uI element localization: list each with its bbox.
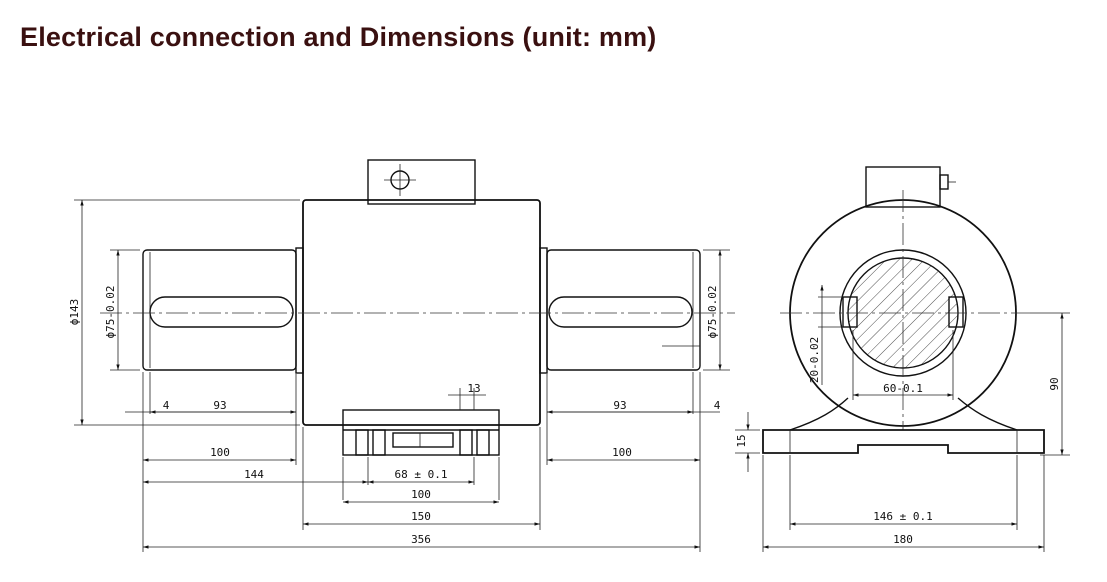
dim-body-length: 150 bbox=[411, 510, 431, 523]
side-base bbox=[762, 429, 1045, 454]
side-view: 20-0.02 60-0.1 90 15 146 ± 0.1 180 bbox=[735, 166, 1070, 552]
dim-base-width: 180 bbox=[893, 533, 913, 546]
dim-dia-body: ϕ143 bbox=[68, 299, 81, 326]
dim-hole-spacing: 146 ± 0.1 bbox=[873, 510, 933, 523]
dim-key-len-right: 93 bbox=[613, 399, 626, 412]
dim-key-len-left: 93 bbox=[213, 399, 226, 412]
connector-icon bbox=[384, 164, 416, 196]
cable-gland-icon bbox=[939, 174, 956, 190]
page-title: Electrical connection and Dimensions (un… bbox=[20, 22, 657, 52]
dim-base-thickness: 15 bbox=[735, 434, 748, 447]
dim-shaft-flat: 60-0.1 bbox=[883, 382, 923, 395]
dim-bolt-width: 13 bbox=[467, 382, 480, 395]
dim-mount-hole-spacing: 68 ± 0.1 bbox=[395, 468, 448, 481]
right-keyway bbox=[548, 296, 693, 328]
left-keyway bbox=[149, 296, 294, 328]
dim-overall-left: 144 bbox=[244, 468, 264, 481]
dim-dia-shaft-right: ϕ75-0.02 bbox=[706, 286, 719, 339]
front-view: ϕ143 ϕ75-0.02 ϕ75-0.02 4 93 93 4 13 100 … bbox=[68, 159, 735, 552]
dim-shaft-len-right: 100 bbox=[612, 446, 632, 459]
dim-key-offset-right: 4 bbox=[714, 399, 721, 412]
left-shaft bbox=[142, 249, 297, 371]
connector-box bbox=[367, 159, 476, 205]
mount-base bbox=[342, 409, 500, 456]
dim-overall-length: 356 bbox=[411, 533, 431, 546]
dim-base-length: 100 bbox=[411, 488, 431, 501]
sensor-body bbox=[302, 199, 541, 426]
dim-center-height: 90 bbox=[1048, 377, 1061, 390]
dim-shaft-len-left: 100 bbox=[210, 446, 230, 459]
dim-dia-shaft-left: ϕ75-0.02 bbox=[104, 286, 117, 339]
dim-key-offset-left: 4 bbox=[163, 399, 170, 412]
dim-keyway-width: 20-0.02 bbox=[808, 337, 821, 383]
right-shaft bbox=[546, 249, 701, 371]
